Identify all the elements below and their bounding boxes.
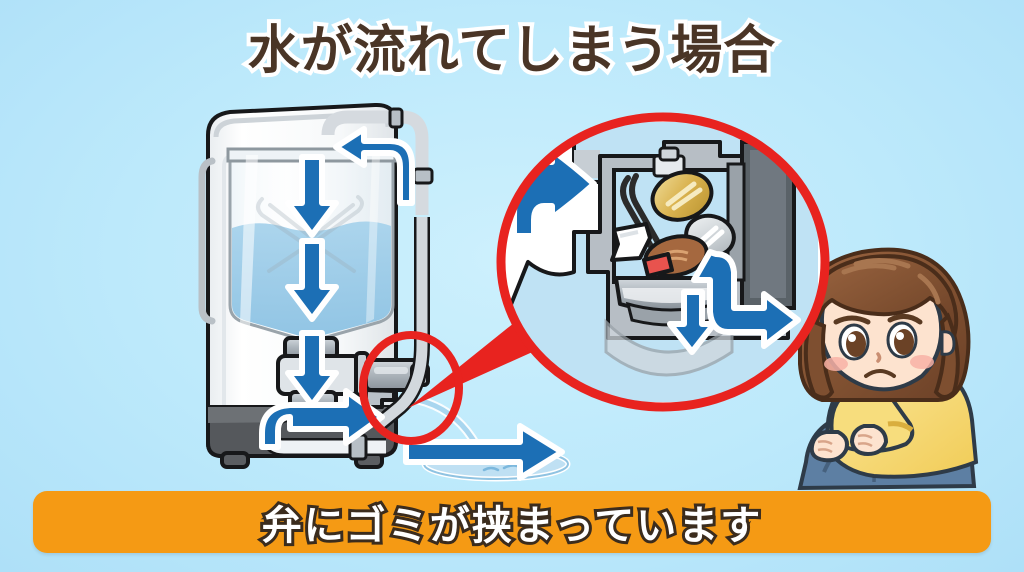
worried-girl bbox=[797, 247, 979, 491]
status-banner: 弁にゴミが挟まっています bbox=[33, 491, 991, 553]
girl-hands bbox=[809, 424, 889, 463]
tub-arrow-1 bbox=[285, 154, 339, 238]
debris-hairpin bbox=[620, 173, 663, 251]
bypass-arrow bbox=[667, 289, 717, 355]
status-banner-text: 弁にゴミが挟まっています bbox=[259, 501, 763, 551]
valve-cutaway-inset bbox=[496, 112, 830, 412]
water-leak bbox=[403, 398, 571, 482]
leak-arrow bbox=[403, 423, 565, 481]
drain-arrow bbox=[259, 388, 385, 450]
inset-contents bbox=[501, 122, 818, 406]
debris-red-fragment bbox=[642, 252, 674, 278]
debris-paper-scrap bbox=[610, 222, 652, 262]
inlet-arrow bbox=[333, 126, 415, 206]
girl-head bbox=[797, 247, 971, 402]
valve-highlight-circle bbox=[359, 331, 463, 445]
debris-gold-coin bbox=[650, 170, 714, 222]
flow-arrows bbox=[259, 126, 415, 450]
inlet-hose bbox=[321, 107, 434, 215]
tub-arrow-3 bbox=[285, 330, 339, 408]
washing-machine bbox=[198, 102, 434, 469]
tub-arrow-2 bbox=[285, 238, 339, 322]
page-title: 水が流れてしまう場合 bbox=[244, 18, 779, 84]
outflow-arrow bbox=[691, 249, 801, 349]
